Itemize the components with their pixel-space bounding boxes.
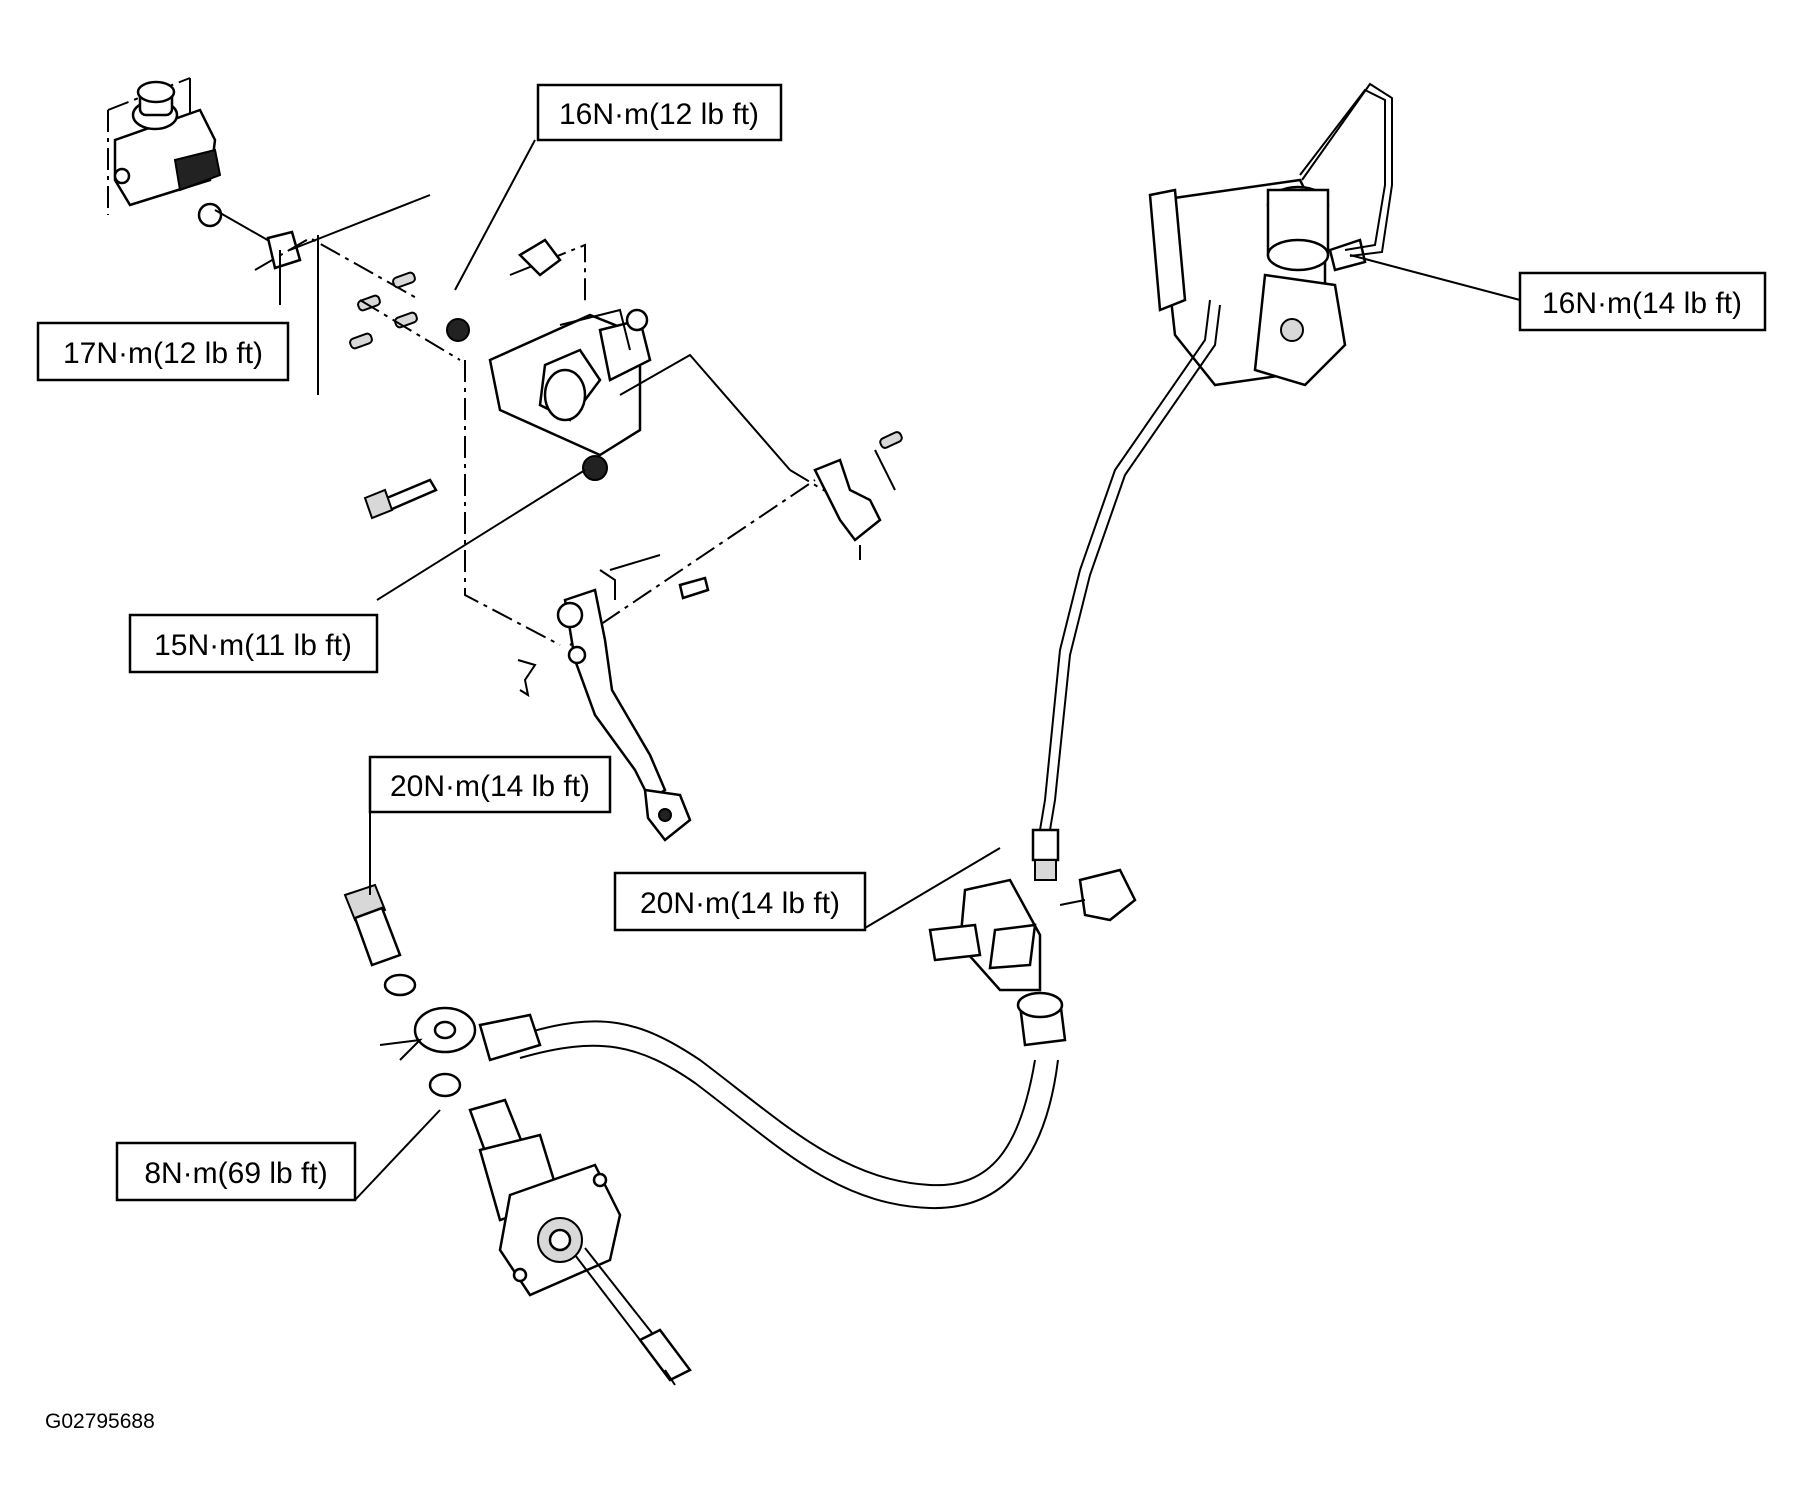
torque-label-pipe-fitting: 20N·m(14 lb ft): [613, 871, 867, 932]
svg-text:16N·m(12 lb ft): 16N·m(12 lb ft): [559, 98, 759, 131]
svg-text:15N·m(11 lb ft): 15N·m(11 lb ft): [154, 629, 352, 662]
svg-text:20N·m(14 lb ft): 20N·m(14 lb ft): [640, 887, 840, 920]
pedal-bracket: [363, 238, 841, 646]
master-cylinder-upper-left: [107, 77, 431, 395]
small-fasteners: [349, 271, 461, 361]
torque-label-upper-left: 17N·m(12 lb ft): [36, 321, 290, 382]
torque-label-release-cylinder: 8N·m(69 lb ft): [115, 1141, 357, 1202]
master-cylinder-upper-right: [1031, 82, 1393, 881]
torque-label-pedal-bracket-top: 16N·m(12 lb ft): [536, 83, 783, 142]
release-cylinder: [468, 1098, 692, 1386]
hose-bracket: [928, 868, 1137, 992]
leader-lines: [279, 139, 1521, 1201]
clutch-hose: [478, 991, 1067, 1210]
banjo-fitting: [343, 883, 477, 1098]
torque-label-banjo-bolt: 20N·m(14 lb ft): [368, 755, 612, 814]
clutch-pedal: [517, 554, 710, 842]
svg-text:16N·m(14 lb ft): 16N·m(14 lb ft): [1542, 287, 1742, 320]
svg-text:17N·m(12 lb ft): 17N·m(12 lb ft): [63, 337, 263, 370]
torque-label-pedal-bracket-nut: 15N·m(11 lb ft): [128, 613, 379, 674]
torque-label-master-cylinder-outlet: 16N·m(14 lb ft): [1518, 271, 1767, 332]
svg-text:8N·m(69 lb ft): 8N·m(69 lb ft): [144, 1157, 327, 1190]
svg-text:20N·m(14 lb ft): 20N·m(14 lb ft): [390, 770, 590, 803]
clutch-switch-parts: [813, 431, 903, 560]
figure-id: G02795688: [45, 1410, 155, 1433]
